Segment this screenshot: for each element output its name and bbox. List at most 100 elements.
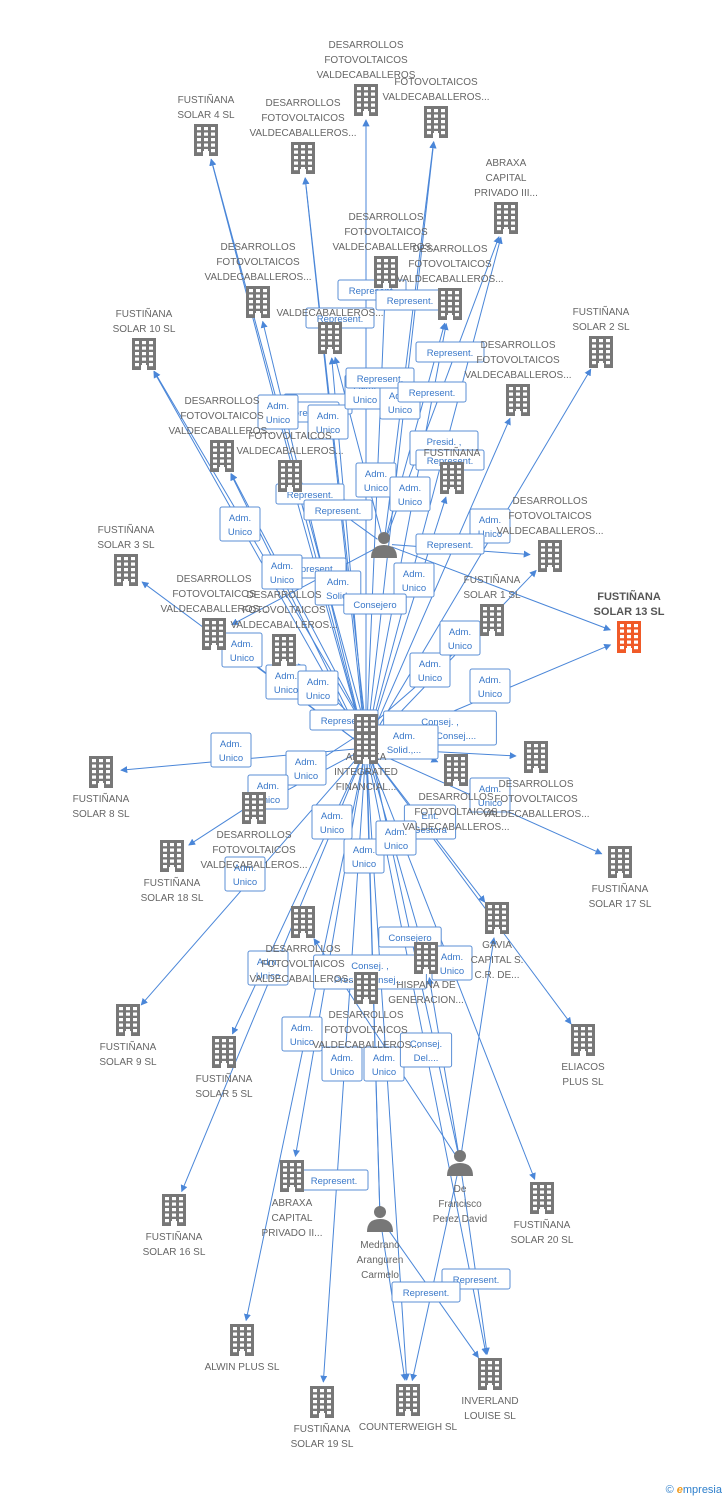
- edge-label[interactable]: Adm.Unico: [247, 950, 289, 986]
- edge-label-text: Represent.: [409, 388, 455, 399]
- edge-label[interactable]: Adm.Unico: [375, 820, 417, 856]
- edge-label[interactable]: Represent.: [397, 381, 467, 403]
- edge-label[interactable]: Adm.Unico: [409, 652, 451, 688]
- edge-label[interactable]: Adm.Unico: [321, 1046, 363, 1082]
- edge-label[interactable]: Adm.Unico: [389, 476, 431, 512]
- edge-label[interactable]: Adm.Unico: [355, 462, 397, 498]
- person-node[interactable]: [371, 532, 397, 558]
- building-window: [233, 1343, 237, 1347]
- company-node[interactable]: DESARROLLOSFOTOVOLTAICOSVALDECABALLEROS.…: [396, 244, 504, 320]
- edge-label[interactable]: Adm.Unico: [261, 554, 303, 590]
- edge-label[interactable]: Adm.Unico: [281, 1016, 323, 1052]
- edge-label[interactable]: Represent.: [303, 499, 373, 521]
- edge-label[interactable]: Represent.: [345, 367, 415, 389]
- edge-label[interactable]: Adm.Unico: [307, 404, 349, 440]
- building-window: [384, 264, 388, 268]
- company-node[interactable]: FUSTIÑANA: [424, 446, 481, 494]
- company-node[interactable]: DESARROLLOSFOTOVOLTAICOSVALDECABALLEROS.…: [332, 212, 440, 288]
- edge-label[interactable]: Adm.Unico: [469, 777, 511, 813]
- company-node[interactable]: DESARROLLOSFOTOVOLTAICOSVALDECABALLEROS.…: [402, 754, 510, 833]
- building-window: [290, 1179, 294, 1183]
- building-window: [259, 817, 263, 821]
- node-label: FUSTIÑANA: [196, 1072, 253, 1085]
- edge-label[interactable]: Adm.Unico: [363, 1046, 405, 1082]
- company-node[interactable]: FOTOVOLTAICOSVALDECABALLEROS...: [236, 431, 344, 492]
- edge-label[interactable]: Adm.Unico: [297, 670, 339, 706]
- building-window: [455, 302, 459, 306]
- edge-label[interactable]: Adm.Unico: [439, 620, 481, 656]
- company-node[interactable]: COUNTERWEIGH SL: [359, 1384, 458, 1433]
- company-node[interactable]: FOTOVOLTAICOSVALDECABALLEROS...: [382, 77, 490, 138]
- building-window: [504, 221, 508, 225]
- edge-label[interactable]: Adm.Unico: [311, 804, 353, 840]
- edge-label[interactable]: Adm.Unico: [221, 632, 263, 668]
- edge-label[interactable]: Adm.Unico: [285, 750, 327, 786]
- building-window: [283, 1174, 287, 1178]
- building-window: [247, 1338, 251, 1342]
- edge-label[interactable]: Consejero: [343, 593, 407, 615]
- edge-label[interactable]: Represent.: [375, 289, 445, 311]
- company-node[interactable]: DESARROLLOSFOTOVOLTAICOSVALDECABALLEROS.…: [200, 792, 308, 871]
- edge-label[interactable]: Represent.: [415, 533, 485, 555]
- node-label: SOLAR 4 SL: [177, 110, 235, 121]
- edge-label-box: [393, 562, 435, 598]
- edge-label-box: [415, 341, 485, 363]
- company-node[interactable]: DESARROLLOSFOTOVOLTAICOSVALDECABALLEROS.…: [464, 340, 572, 416]
- building-window: [213, 454, 217, 458]
- company-node[interactable]: VALDECABALLEROS...: [276, 308, 384, 354]
- edge-label[interactable]: Represent.: [391, 1281, 461, 1303]
- edge-label[interactable]: Ent.Gestora: [403, 804, 457, 840]
- company-node[interactable]: DESARROLLOSFOTOVOLTAICOSVALDECABALLEROS.…: [496, 496, 604, 572]
- edge-label[interactable]: Consej.Del....: [399, 1032, 453, 1068]
- edge-label[interactable]: Adm.Unico: [257, 394, 299, 430]
- company-node[interactable]: DESARROLLOSFOTOVOLTAICOSVALDECABALLEROS.…: [312, 972, 420, 1051]
- company-node[interactable]: DESARROLLOSFOTOVOLTAICOSVALDECABALLEROS.…: [230, 590, 338, 666]
- company-node[interactable]: HISPANA DEGENERACION...: [388, 942, 464, 1006]
- building-window: [441, 296, 445, 300]
- edge-label[interactable]: Adm.Unico: [219, 506, 261, 542]
- company-node[interactable]: DESARROLLOSFOTOVOLTAICOSVALDECABALLEROS.…: [249, 906, 357, 985]
- building-window: [247, 1343, 251, 1347]
- building-window: [294, 925, 298, 929]
- edge-label[interactable]: Adm.Unico: [469, 668, 511, 704]
- building-window: [377, 259, 381, 263]
- empresia-watermark[interactable]: © empresia: [666, 1484, 722, 1496]
- building-window: [327, 1405, 331, 1409]
- company-node[interactable]: DESARROLLOSFOTOVOLTAICOSVALDECABALLEROS.…: [160, 574, 268, 650]
- edge-label[interactable]: Adm.Unico: [224, 856, 266, 892]
- edge-label[interactable]: Adm.Unico: [343, 838, 385, 874]
- edge-label[interactable]: Adm.Unico: [393, 562, 435, 598]
- company-node[interactable]: ALWIN PLUS SL: [205, 1324, 280, 1373]
- edge-label[interactable]: Adm.Unico: [210, 732, 252, 768]
- company-node[interactable]: DESARROLLOSFOTOVOLTAICOSVALDECABALLEROS.…: [204, 242, 312, 318]
- edge-label[interactable]: Represent.: [415, 341, 485, 363]
- edge-label[interactable]: Represent.: [299, 1169, 369, 1191]
- node-label: HISPANA DE: [396, 980, 456, 991]
- company-node[interactable]: DESARROLLOSFOTOVOLTAICOSVALDECABALLEROS.…: [482, 741, 590, 820]
- company-node[interactable]: [354, 732, 378, 764]
- company-node[interactable]: DESARROLLOSFOTOVOLTAICOSVALDECABALLEROS.…: [168, 396, 276, 472]
- company-node[interactable]: DESARROLLOSFOTOVOLTAICOSVALDECABALLEROS.…: [249, 98, 357, 174]
